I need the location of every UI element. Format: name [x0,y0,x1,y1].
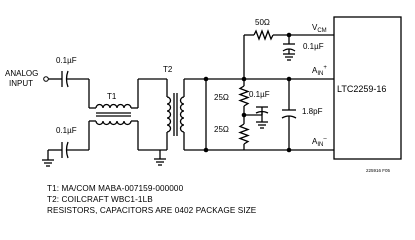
ground-symbol-input [42,150,54,167]
transformer-t2-label: T2 [163,65,173,74]
capacitor-input-top-value: 0.1µF [56,56,77,65]
capacitor-input-top [61,70,96,109]
note-t2: T2: COILCRAFT WBC1-1LB [47,195,153,204]
capacitor-vcm [282,35,296,54]
capacitor-input-bottom [48,120,96,159]
capacitor-midpoint [244,106,269,118]
capacitor-input-bottom-value: 0.1µF [56,126,77,135]
transformer-t1-label: T1 [107,92,117,101]
resistor-25ohm-bottom [238,123,250,150]
chip-ltc2259 [333,16,402,160]
resistor-50ohm [253,29,274,41]
analog-input-label-line2: INPUT [9,79,33,88]
pin-ain-plus-label: AIN+ [312,65,327,77]
ground-symbol-vcm [283,53,295,61]
resistor-25ohm-top [238,79,250,124]
pin-ain-minus-label: AIN– [312,136,327,148]
ground-symbol-t1 [154,150,166,166]
analog-input-port [43,76,62,82]
circuit-schematic: ANALOG INPUT 0.1µF 0.1µF T1 [5,16,402,215]
chip-label: LTC2259-16 [337,84,386,94]
transformer-t2 [166,79,185,150]
note-package: RESISTORS, CAPACITORS ARE 0402 PACKAGE S… [47,206,257,215]
note-t1: T1: MA/COM MABA-007159-000000 [47,184,184,193]
pin-vcm-label: VCM [312,23,327,34]
figure-code: 225916 F05 [366,168,391,173]
capacitor-vcm-value: 0.1µF [303,42,324,51]
analog-input-label-line1: ANALOG [5,69,38,78]
resistor-50ohm-value: 50Ω [255,18,270,27]
resistor-25ohm-top-value: 25Ω [214,93,229,102]
resistor-25ohm-bottom-value: 25Ω [214,125,229,134]
wire-vcm [243,34,334,79]
ground-symbol-midpoint [256,118,268,129]
capacitor-differential-value: 1.8pF [302,107,323,116]
transformer-t1 [95,78,167,151]
capacitor-differential [281,79,297,150]
capacitor-midpoint-value: 0.1µF [249,90,270,99]
